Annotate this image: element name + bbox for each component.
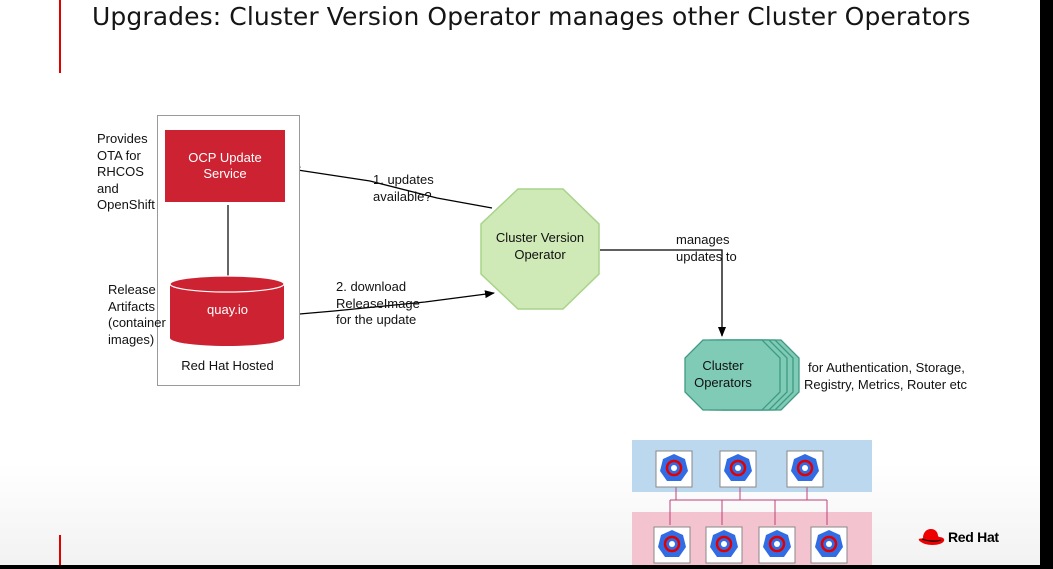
cluster-operators-label: Cluster Operators bbox=[683, 358, 763, 391]
ocp-update-service-node: OCP Update Service bbox=[165, 130, 285, 202]
edge-label-line: available? bbox=[373, 188, 432, 204]
release-artifacts-note: Release Artifacts (container images) bbox=[108, 282, 166, 348]
updates-available-label: 1. updates available? bbox=[373, 172, 434, 205]
operator-icon-grid bbox=[653, 450, 848, 564]
provides-note: Provides OTA for RHCOS and OpenShift bbox=[97, 131, 155, 214]
red-hat-logo-text: Red Hat bbox=[948, 529, 999, 545]
cvo-label-line: Cluster Version bbox=[495, 230, 585, 245]
co-label-line: Operators bbox=[694, 374, 752, 390]
provides-line: RHCOS bbox=[97, 164, 144, 179]
cluster-operators-stack bbox=[684, 339, 800, 411]
slide-title: Upgrades: Cluster Version Operator manag… bbox=[92, 2, 971, 31]
provides-line: and bbox=[97, 180, 119, 196]
scope-line: Registry, Metrics, Router etc bbox=[804, 376, 968, 392]
accent-bar-top bbox=[59, 0, 61, 73]
quay-label: quay.io bbox=[207, 302, 248, 317]
red-hat-hosted-caption: Red Hat Hosted bbox=[181, 358, 274, 373]
scope-line: for Authentication, Storage, bbox=[808, 360, 965, 375]
release-line: (container bbox=[108, 315, 166, 330]
edge-label-line: ReleaseImage bbox=[336, 295, 420, 311]
manages-arrow bbox=[600, 249, 726, 337]
openshift-operator-icon bbox=[758, 526, 796, 564]
edge-label-line: manages bbox=[676, 232, 730, 247]
release-line: Release bbox=[108, 282, 156, 297]
provides-line: Provides bbox=[97, 131, 148, 146]
band-connectors bbox=[669, 487, 828, 525]
cluster-version-operator-label: Cluster Version Operator bbox=[480, 230, 600, 263]
download-label: 2. download ReleaseImage for the update bbox=[336, 279, 420, 329]
cvo-label-line: Operator bbox=[514, 246, 566, 262]
cluster-version-operator-node bbox=[480, 188, 600, 310]
red-hat-logo: Red Hat bbox=[917, 527, 999, 547]
edge-label-line: updates to bbox=[676, 248, 737, 264]
operators-scope-note: for Authentication, Storage, Registry, M… bbox=[804, 360, 967, 393]
openshift-operator-icon bbox=[705, 526, 743, 564]
accent-bar-bottom bbox=[59, 535, 61, 565]
updates-available-arrow bbox=[290, 166, 493, 209]
red-hat-fedora-icon bbox=[918, 529, 945, 545]
download-arrow bbox=[287, 290, 495, 316]
provides-line: OpenShift bbox=[97, 197, 155, 212]
openshift-operator-icon bbox=[810, 526, 848, 564]
openshift-operator-icon bbox=[655, 450, 693, 488]
openshift-operator-icon bbox=[786, 450, 824, 488]
co-label-line: Cluster bbox=[702, 358, 744, 373]
edge-label-line: 2. download bbox=[336, 279, 407, 294]
release-line: images) bbox=[108, 331, 155, 347]
ocp-update-service-label: OCP Update Service bbox=[188, 150, 262, 181]
release-line: Artifacts bbox=[108, 298, 155, 314]
openshift-operator-icon bbox=[719, 450, 757, 488]
edge-label-line: 1. updates bbox=[373, 172, 434, 187]
manages-label: manages updates to bbox=[676, 232, 737, 265]
edge-label-line: for the update bbox=[336, 312, 417, 327]
provides-line: OTA for bbox=[97, 147, 141, 163]
openshift-operator-icon bbox=[653, 526, 691, 564]
